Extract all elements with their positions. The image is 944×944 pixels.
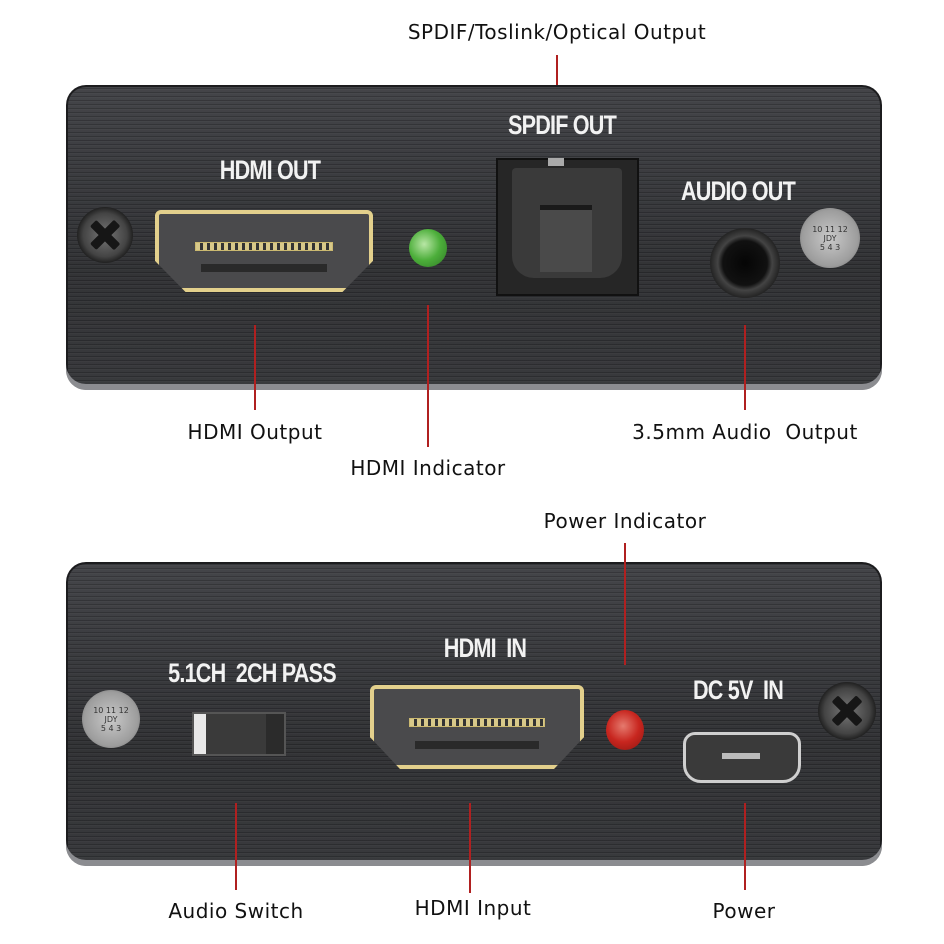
screw-icon bbox=[818, 682, 876, 740]
audio-switch[interactable] bbox=[192, 712, 286, 756]
callout-line bbox=[556, 55, 558, 107]
silk-audio-switch: 5.1CH 2CH PASS bbox=[168, 658, 336, 688]
hdmi-indicator-led bbox=[409, 229, 447, 267]
callout-line bbox=[254, 325, 256, 410]
silk-audio-out: AUDIO OUT bbox=[681, 176, 796, 206]
micro-usb-power-port[interactable] bbox=[683, 732, 801, 783]
callout-power-indicator: Power Indicator bbox=[543, 509, 707, 533]
callout-line bbox=[744, 803, 746, 890]
callout-audio-output: 3.5mm Audio Output bbox=[632, 420, 858, 444]
silk-hdmi-out: HDMI OUT bbox=[219, 155, 321, 185]
callout-line bbox=[235, 803, 237, 890]
silk-hdmi-in: HDMI IN bbox=[443, 633, 527, 663]
power-indicator-led bbox=[606, 710, 644, 750]
silk-dc-in: DC 5V IN bbox=[692, 675, 784, 705]
callout-line bbox=[624, 543, 626, 665]
silk-spdif-out: SPDIF OUT bbox=[507, 110, 617, 140]
callout-hdmi-indicator: HDMI Indicator bbox=[350, 456, 506, 480]
audio-jack-port[interactable] bbox=[710, 228, 780, 298]
callout-spdif-output: SPDIF/Toslink/Optical Output bbox=[407, 20, 707, 44]
hdmi-output-port[interactable] bbox=[155, 210, 373, 292]
callout-hdmi-output: HDMI Output bbox=[187, 420, 323, 444]
callout-line bbox=[469, 803, 471, 893]
callout-line bbox=[427, 305, 429, 447]
screw-icon bbox=[77, 207, 133, 263]
callout-power: Power bbox=[712, 899, 776, 923]
callout-hdmi-input: HDMI Input bbox=[414, 896, 532, 920]
callout-audio-switch: Audio Switch bbox=[168, 899, 304, 923]
callout-line bbox=[744, 325, 746, 410]
spdif-optical-port[interactable] bbox=[496, 158, 639, 296]
hdmi-input-port[interactable] bbox=[370, 685, 584, 769]
